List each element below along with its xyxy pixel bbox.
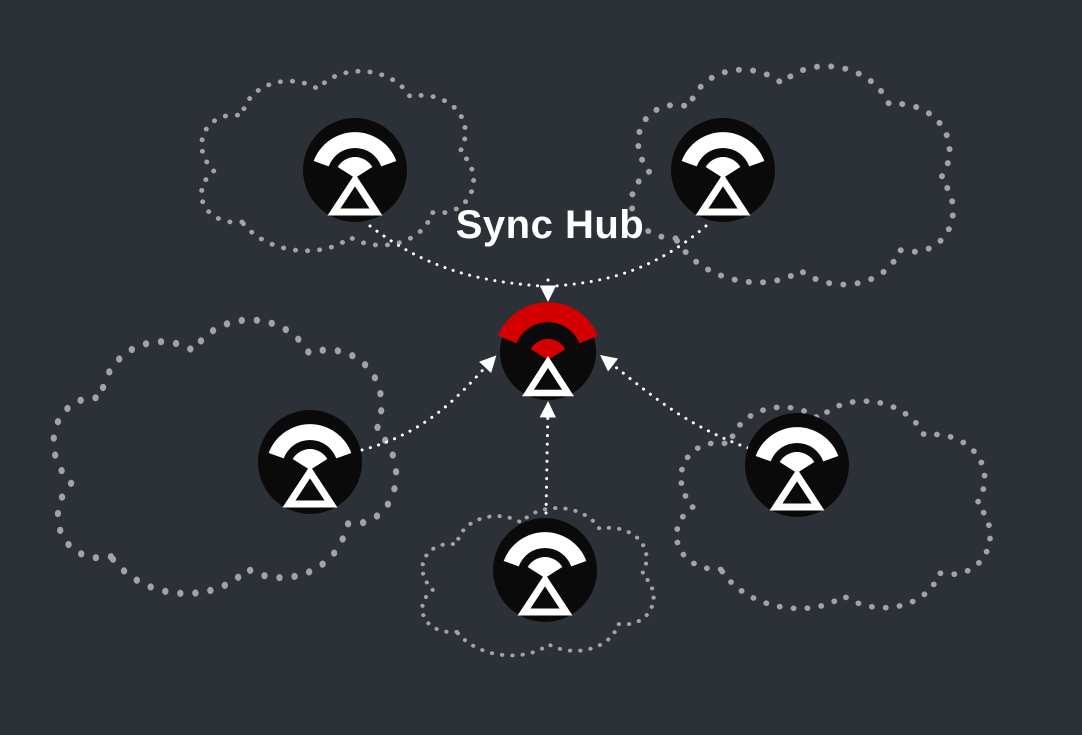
peer-node-mid-left [258,410,362,514]
page-title: Sync Hub [456,203,644,247]
sync-arrow-top-left [368,224,543,288]
peer-node-mid-right [745,413,849,517]
sync-arrow-bottom-center [539,401,557,515]
arrow-group [360,224,750,515]
hub-node [498,302,598,400]
sync-arrow-mid-left [360,355,497,452]
peer-node-top-right [671,118,775,222]
peer-node-bottom-center [493,518,597,622]
peer-node-top-left [303,118,407,222]
